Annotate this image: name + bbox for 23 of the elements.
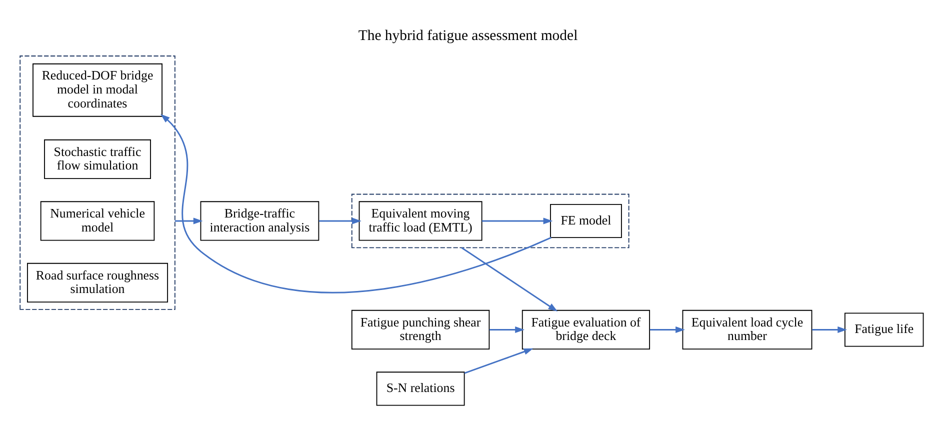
cluster bbox=[20, 56, 176, 310]
arrow bbox=[489, 326, 524, 334]
arrow bbox=[650, 326, 685, 334]
node-box: Fatigue punching shear strength bbox=[351, 310, 490, 350]
node-box: Equivalent moving traffic load (EMTL) bbox=[358, 201, 482, 241]
node-box: Stochastic traffic flow simulation bbox=[44, 139, 151, 180]
node-box: Equivalent load cycle number bbox=[682, 310, 812, 350]
node-box: S-N relations bbox=[376, 372, 465, 406]
arrow bbox=[482, 218, 553, 224]
diagram-title: The hybrid fatigue assessment model bbox=[358, 28, 578, 44]
node-box: Road surface roughness simulation bbox=[27, 262, 168, 303]
arrow bbox=[461, 247, 558, 312]
arrow bbox=[812, 326, 848, 334]
node-box: Fatigue life bbox=[844, 312, 924, 347]
arrow bbox=[318, 218, 362, 224]
node-box: Reduced-DOF bridge model in modal coordinates bbox=[32, 63, 162, 117]
arrow bbox=[160, 114, 552, 294]
arrow bbox=[174, 218, 203, 224]
node-box: Numerical vehicle model bbox=[40, 201, 155, 241]
node-box: FE model bbox=[550, 204, 622, 238]
node-box: Bridge-traffic interaction analysis bbox=[200, 201, 320, 241]
arrow bbox=[464, 348, 534, 374]
node-box: Fatigue evaluation of bridge deck bbox=[522, 310, 650, 350]
